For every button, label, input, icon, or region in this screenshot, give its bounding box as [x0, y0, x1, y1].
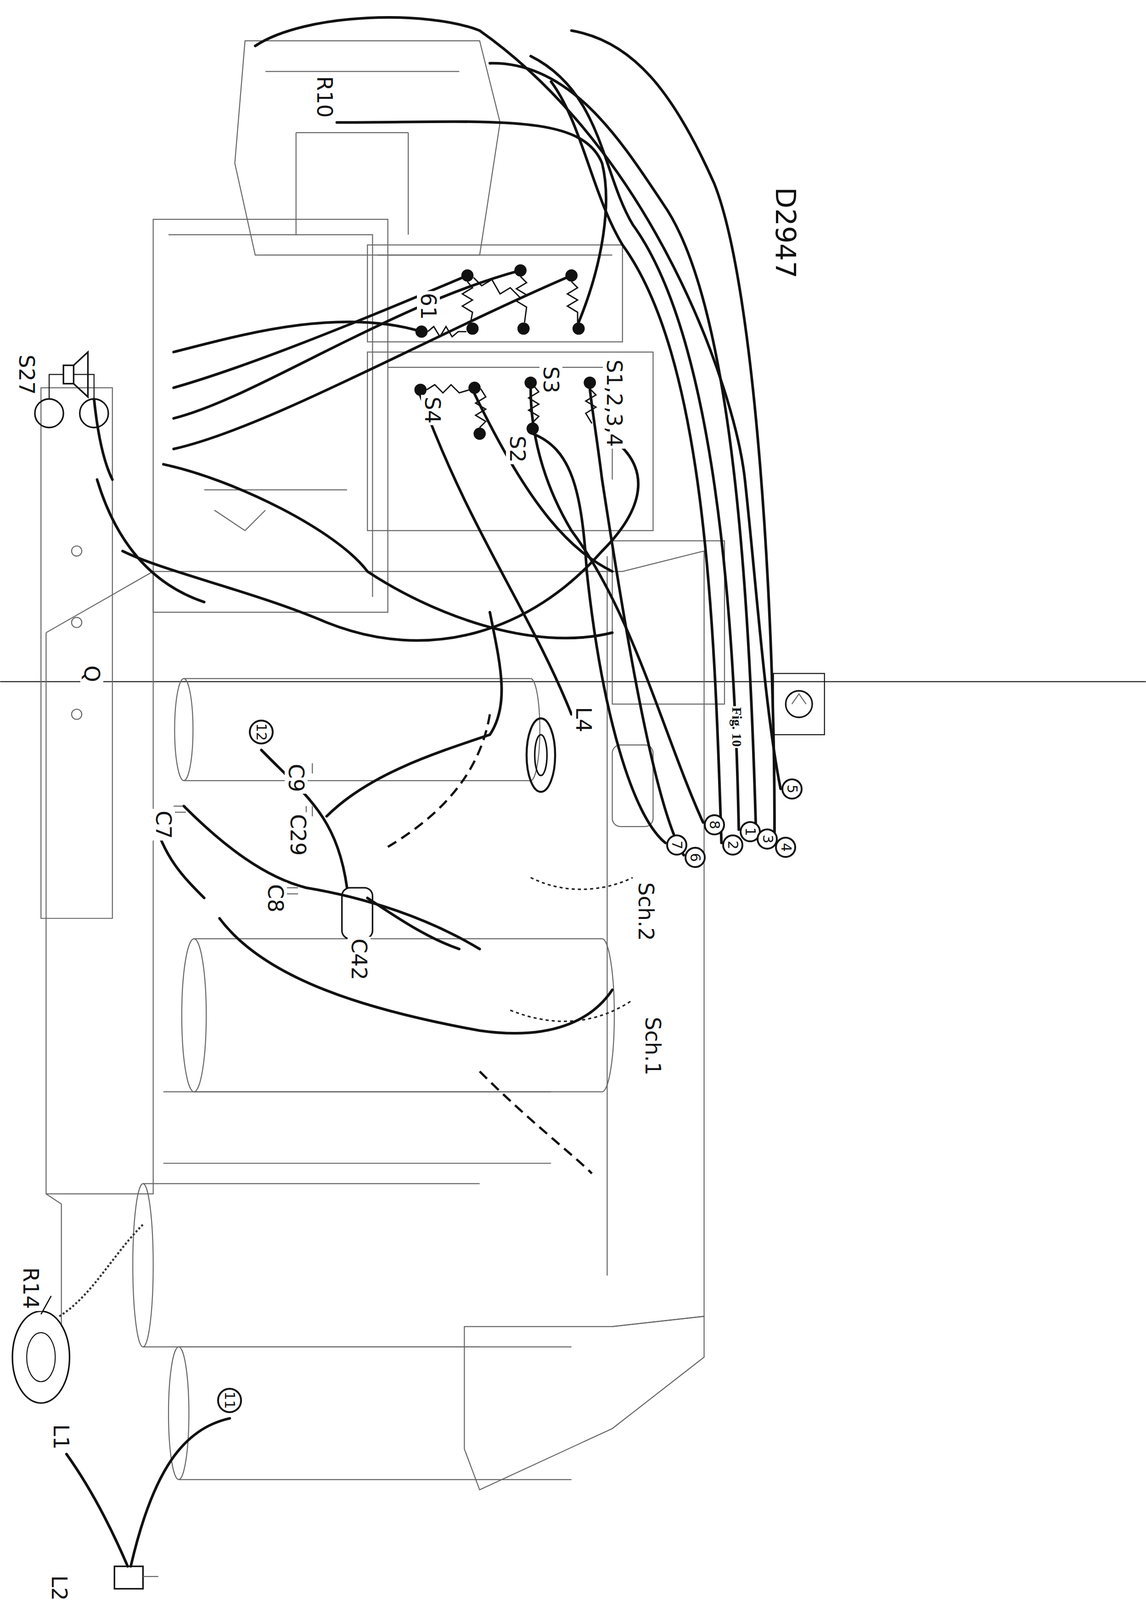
part-label: R14	[19, 1265, 43, 1311]
part-label: 61	[416, 291, 440, 322]
callout-circle: 12	[248, 719, 274, 745]
part-label: L2	[47, 1573, 71, 1600]
part-label: S1,2,3,4	[602, 357, 626, 449]
callout-circle: 7	[666, 834, 688, 856]
part-label: C9	[284, 761, 308, 794]
callout-circle: 6	[684, 846, 706, 868]
part-label: Sch.2	[634, 880, 658, 943]
part-label: C7	[151, 808, 175, 841]
part-label: L1	[49, 1422, 73, 1452]
callout-number: 6	[688, 852, 703, 862]
callout-number: 5	[785, 784, 799, 794]
callout-circle: 5	[781, 778, 803, 800]
callout-circle: 4	[775, 836, 797, 858]
callout-number: 7	[669, 840, 684, 850]
part-label: S4	[421, 394, 444, 426]
callout-number: 4	[778, 842, 793, 852]
callout-number: 11	[222, 1391, 237, 1409]
part-label: R10	[313, 74, 337, 120]
callout-circle: 2	[722, 834, 744, 856]
figure-caption: Fig. 10	[728, 705, 746, 748]
callout-number: 3	[760, 834, 775, 843]
part-label: C42	[347, 936, 371, 983]
callout-number: 12	[254, 723, 269, 741]
part-label: S27	[15, 352, 39, 397]
part-label: C29	[286, 812, 310, 858]
part-label: D2947	[770, 185, 801, 281]
part-label: Sch.1	[641, 1014, 665, 1078]
callout-number: 1	[743, 827, 758, 837]
callout-number: 2	[725, 840, 740, 850]
callout-number: 8	[707, 820, 722, 829]
part-label: Q	[80, 663, 104, 684]
part-label: C8	[264, 881, 287, 914]
callout-circle: 8	[703, 814, 725, 836]
callout-circle: 11	[217, 1387, 242, 1413]
part-label: L4	[572, 704, 596, 734]
part-label: S2	[505, 433, 529, 465]
part-label: S3	[539, 364, 563, 395]
